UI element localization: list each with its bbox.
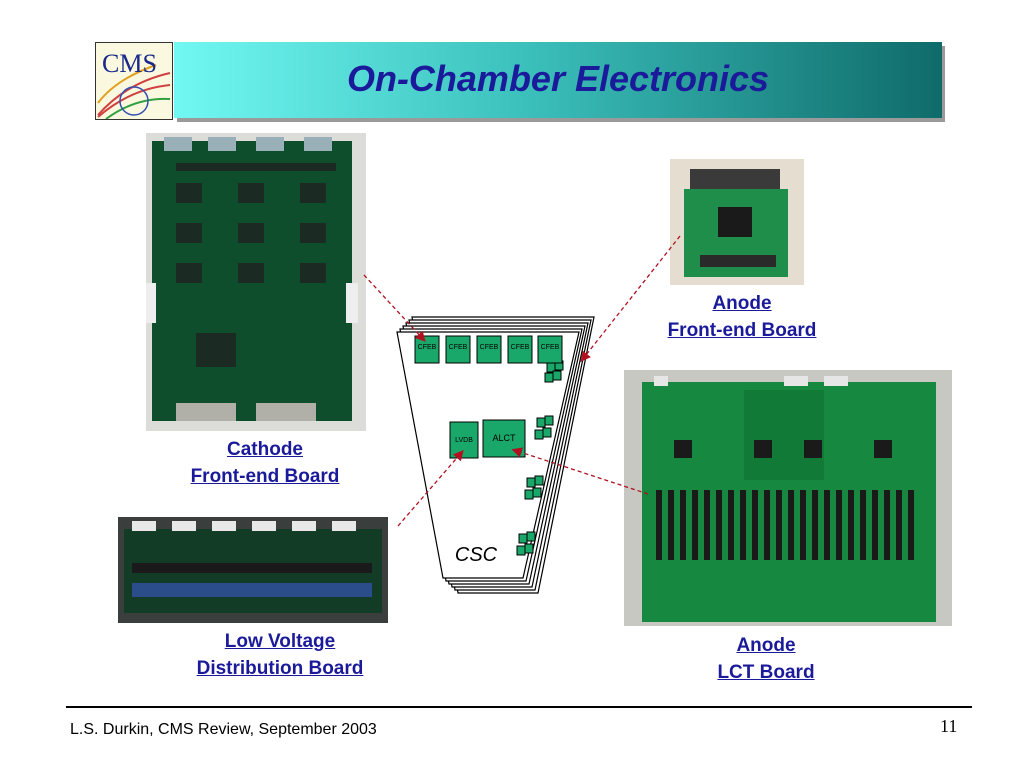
footer-author: L.S. Durkin, CMS Review, September 2003 [70, 721, 377, 738]
slide-title: On-Chamber Electronics [346, 58, 770, 99]
cfeb-row: CFEB CFEB CFEB CFEB CFEB [414, 335, 563, 364]
cfeb-label: CFEB [541, 344, 560, 351]
cfeb-box [445, 335, 471, 364]
footer-divider [66, 706, 972, 708]
cfeb-label: CFEB [511, 344, 530, 351]
cathode-board-photo [146, 133, 366, 431]
cfeb-label: CFEB [449, 344, 468, 351]
logo-text: CMS [102, 49, 157, 78]
cfeb-label: CFEB [418, 344, 437, 351]
cms-logo: CMS [95, 42, 173, 120]
lv-label-line1: Low Voltage [224, 631, 336, 652]
cathode-board-image [146, 137, 358, 421]
page-number: 11 [940, 716, 958, 736]
alct-box-label: ALCT [492, 433, 516, 443]
cathode-board-label: Cathode Front-end Board [150, 436, 380, 490]
cathode-label-line2: Front-end Board [190, 466, 340, 487]
cfeb-label: CFEB [480, 344, 499, 351]
lvdb-photo [118, 517, 388, 623]
anode-frontend-photo [670, 159, 804, 285]
cms-logo-graphic [97, 64, 171, 119]
cathode-label-line1: Cathode [227, 439, 303, 460]
csc-label: CSC [455, 544, 498, 566]
anode-frontend-image [684, 169, 788, 277]
anode-lct-photo [624, 370, 952, 626]
anode-lct-leader-line [511, 447, 649, 495]
anode-lct-label: Anode LCT Board [664, 632, 868, 686]
cfeb-box [507, 335, 533, 364]
lvdb-box-label: LVDB [455, 437, 473, 444]
lvdb-leader-line [397, 450, 464, 527]
anode-lct-label-line2: LCT Board [717, 662, 815, 683]
cathode-leader-line [363, 274, 426, 342]
anode-fe-label-line1: Anode [712, 293, 772, 314]
lvdb-label: Low Voltage Distribution Board [172, 628, 388, 682]
anode-fe-leader-line [580, 235, 681, 363]
cfeb-box [476, 335, 502, 364]
lv-label-line2: Distribution Board [196, 658, 364, 679]
cfeb-box [537, 335, 563, 364]
lvdb-image [124, 521, 382, 613]
lvdb-box [449, 421, 479, 459]
title-banner [174, 42, 942, 118]
csc-diagram: CFEB CFEB CFEB CFEB CFEB LVDB ALCT CSC [396, 316, 595, 594]
anode-lct-label-line1: Anode [736, 635, 796, 656]
anode-fe-label-line2: Front-end Board [667, 320, 817, 341]
anode-frontend-label: Anode Front-end Board [640, 290, 844, 344]
anode-lct-image [642, 376, 936, 622]
